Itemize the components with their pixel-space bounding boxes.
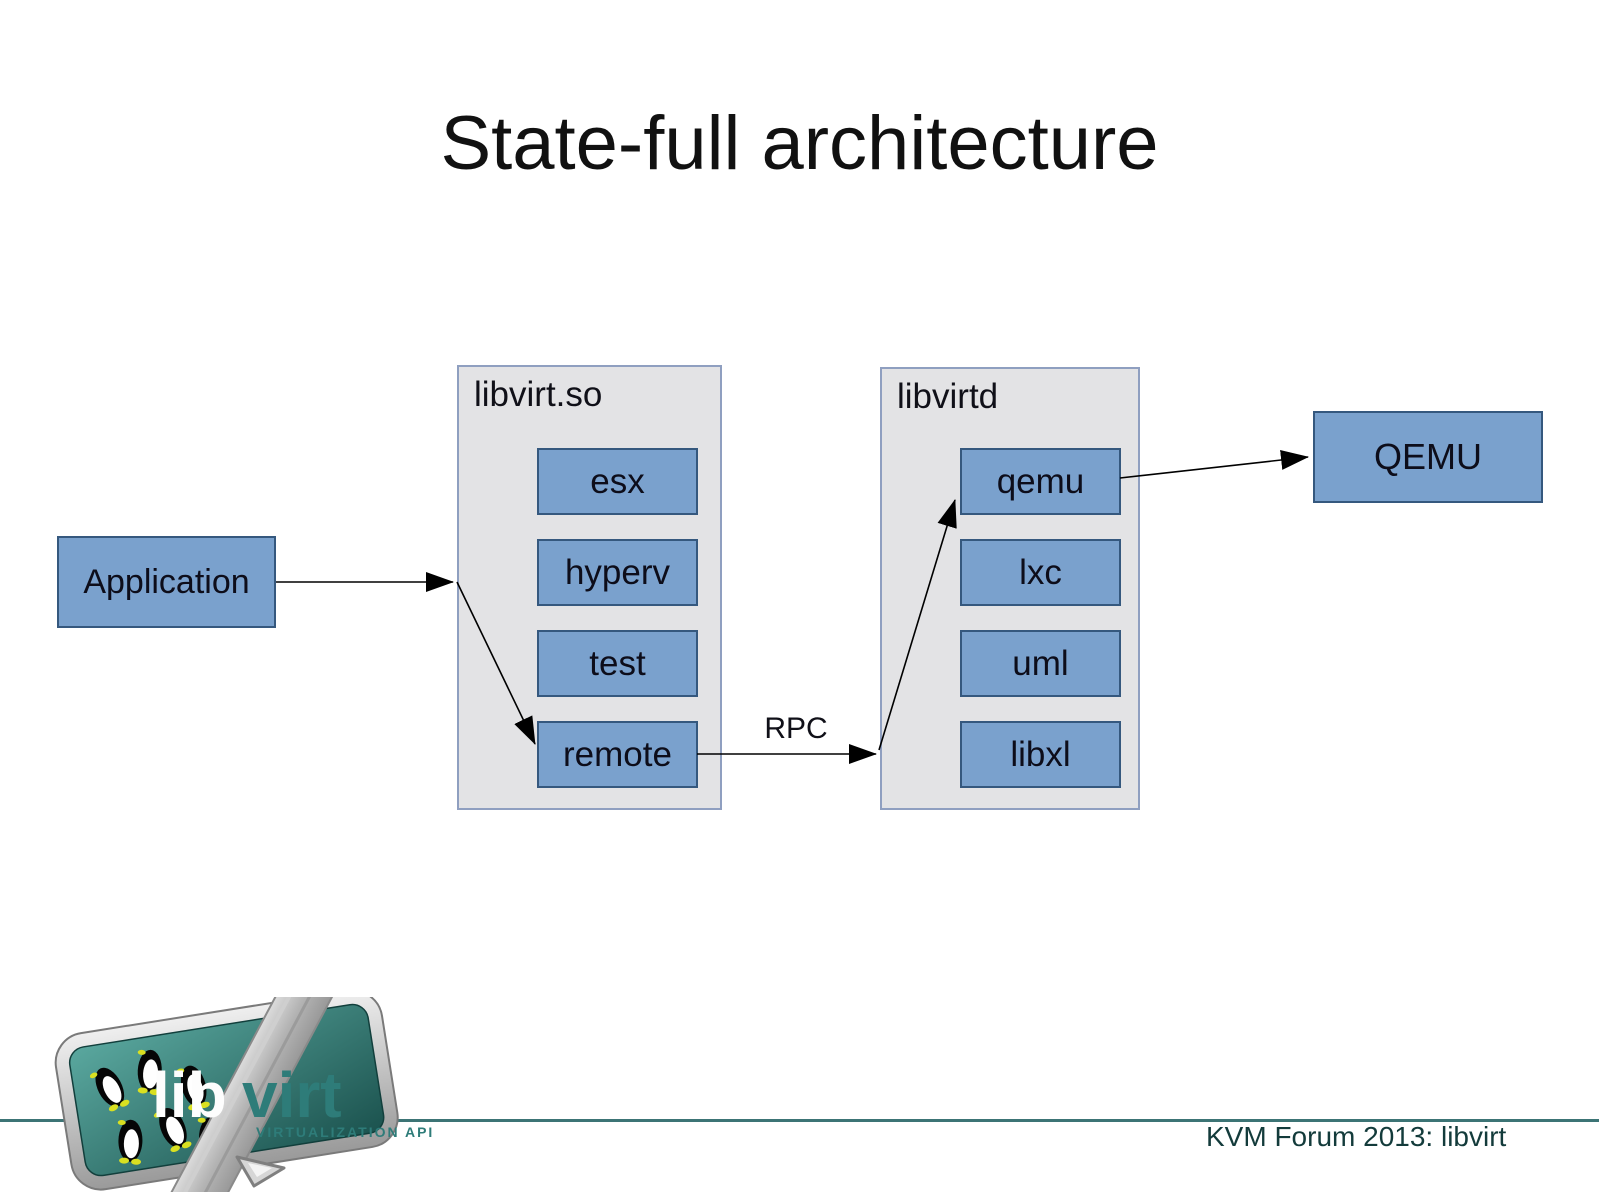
logo-brand-virt: virt [242,1059,342,1131]
driver-box-hyperv: hyperv [537,539,698,606]
qemu-process-box: QEMU [1313,411,1543,503]
rpc-label: RPC [764,712,828,745]
footer-divider-line [0,1119,1599,1122]
penguin-icon [153,1108,192,1153]
logo-pull-tab-hole [248,1163,272,1177]
libvirt-so-label: libvirt.so [474,375,603,414]
driver-label-esx: esx [590,461,645,501]
driver-label-lxc: lxc [1019,552,1062,592]
driver-box-qemu: qemu [960,448,1121,515]
driver-label-qemu: qemu [996,461,1085,501]
driver-box-uml: uml [960,630,1121,697]
penguin-icon [117,1119,143,1165]
penguin-icon [89,1067,130,1112]
driver-box-remote: remote [537,721,698,788]
slide-title: State-full architecture [440,101,1159,186]
logo-tagline: VIRTUALIZATION API [256,1124,435,1140]
driver-box-lxc: lxc [960,539,1121,606]
driver-box-esx: esx [537,448,698,515]
arrow-qemu-to-qemu-process [1119,450,1309,479]
application-box: Application [57,536,276,628]
driver-label-hyperv: hyperv [564,552,671,592]
driver-box-libxl: libxl [960,721,1121,788]
driver-label-test: test [589,643,646,683]
qemu-process-label: QEMU [1374,436,1482,477]
logo-lid-band [161,997,345,1192]
libvirtd-panel: libvirtd qemu lxc uml libxl [880,367,1140,810]
driver-label-libxl: libxl [1010,734,1071,774]
penguin-icon [176,1065,210,1111]
libvirt-so-panel: libvirt.so esx hyperv test remote [457,365,722,810]
driver-label-uml: uml [1012,643,1069,683]
penguin-icon [137,1049,162,1096]
libvirt-logo: lib virt [54,997,399,1192]
libvirtd-label: libvirtd [897,377,999,416]
application-label: Application [83,562,250,601]
logo-brand-lib: lib [152,1059,227,1131]
footer-slide-label: KVM Forum 2013: libvirt [1206,1121,1507,1152]
driver-label-remote: remote [563,734,672,774]
driver-box-test: test [537,630,698,697]
